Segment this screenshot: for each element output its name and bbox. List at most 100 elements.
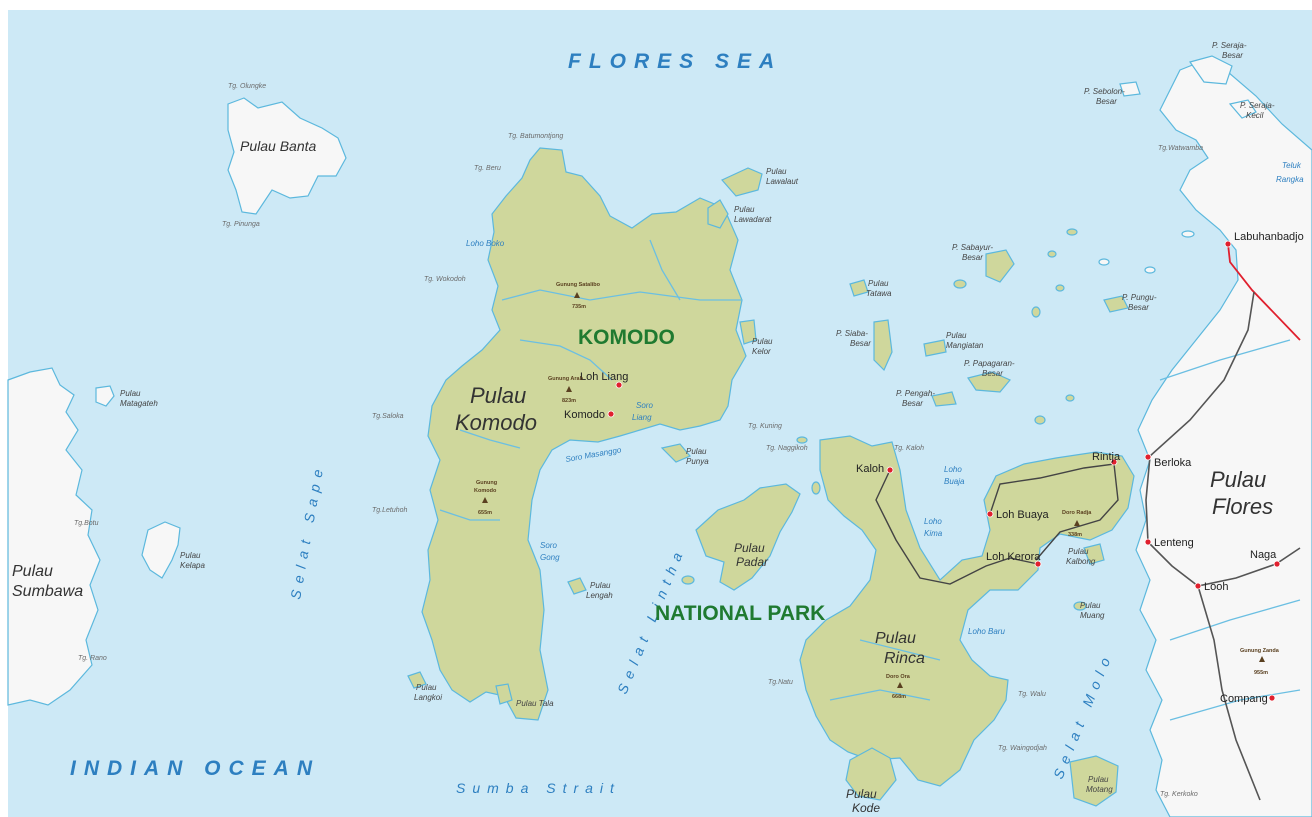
label-p-siaba: Besar	[850, 339, 871, 348]
river	[1169, 599, 1301, 641]
label-p-papagaran: P. Papagaran-	[964, 359, 1015, 368]
peak-icon	[897, 682, 903, 688]
label-tg-waingodjah: Tg. Waingodjah	[998, 745, 1047, 752]
label-pulau-mangiatan: Pulau	[946, 331, 967, 340]
label-peak-satalibo: 735m	[572, 304, 586, 310]
river	[501, 289, 742, 301]
label-indian-ocean: INDIAN OCEAN	[70, 757, 320, 780]
label-pulau-muang: Pulau	[1080, 601, 1101, 610]
town-marker-komodo	[607, 410, 615, 418]
label-pulau-punya: Punya	[686, 457, 709, 466]
island-tala	[495, 683, 513, 705]
island-sebolon	[1119, 81, 1141, 97]
label-peak-satalibo: Gunung Satalibo	[556, 282, 601, 288]
islet	[1098, 258, 1110, 266]
river	[439, 509, 500, 521]
label-loho-boko: Loho Boko	[466, 239, 505, 248]
label-peak-arab: 823m	[562, 398, 576, 404]
road-main	[1227, 243, 1301, 341]
label-komodo-park: KOMODO	[578, 326, 675, 349]
town-marker-loh-buaya	[986, 510, 994, 518]
label-flores-sea: FLORES SEA	[568, 50, 782, 73]
label-peak-radja: Doro Radja	[1062, 510, 1092, 516]
label-peak-komodo: Komodo	[474, 488, 497, 494]
label-pulau-sumbawa: Sumbawa	[12, 583, 83, 600]
label-pulau-motang: Motang	[1086, 785, 1113, 794]
label-tg-natu: Tg.Natu	[768, 679, 793, 686]
label-loho-buaja: Loho	[944, 465, 962, 474]
label-town-loh-kerora: Loh Kerora	[986, 551, 1041, 563]
label-loho-kima: Loho	[924, 517, 942, 526]
islet	[681, 575, 695, 585]
label-pulau-tatawa: Pulau	[868, 279, 889, 288]
peak-icon	[1259, 656, 1265, 662]
island-banta	[227, 97, 347, 215]
label-peak-komodo: Gunung	[476, 480, 497, 486]
label-pulau-motang: Pulau	[1088, 775, 1109, 784]
label-peak-zanda: Gunung Zanda	[1240, 648, 1280, 654]
label-town-rintja: Rintja	[1092, 451, 1121, 463]
island-papagaran	[967, 371, 1011, 393]
label-pulau-kalbong: Pulau	[1068, 547, 1089, 556]
town-marker-compang	[1268, 694, 1276, 702]
label-pulau-flores: Pulau	[1210, 467, 1266, 492]
island-lengah	[567, 577, 587, 595]
road	[1197, 585, 1261, 801]
label-pulau-tatawa: Tatawa	[866, 289, 892, 298]
label-p-pungu: P. Pungu-	[1122, 293, 1157, 302]
island-seraja-besar	[1189, 55, 1233, 85]
label-p-sabayur: Besar	[962, 253, 983, 262]
label-tg-botu: Tg.Botu	[74, 520, 99, 527]
label-pulau-flores: Flores	[1212, 494, 1273, 519]
label-loho-kima: Kima	[924, 529, 943, 538]
islet	[1066, 228, 1078, 236]
label-p-siaba: P. Siaba-	[836, 329, 868, 338]
label-p-seraja-kecil: P. Seraja-	[1240, 101, 1275, 110]
islet	[811, 481, 821, 495]
label-town-komodo: Komodo	[564, 409, 605, 421]
peak-icon	[1074, 520, 1080, 526]
label-pulau-tala: Pulau Tala	[516, 699, 554, 708]
islet	[1144, 266, 1156, 274]
label-pulau-rinca: Rinca	[884, 650, 925, 667]
label-loho-baru: Loho Baru	[968, 627, 1005, 636]
label-town-looh: Looh	[1204, 581, 1228, 593]
town-marker-looh	[1194, 582, 1202, 590]
label-pulau-padar: Padar	[736, 555, 769, 569]
label-peak-arab: Gunung Arab	[548, 376, 584, 382]
island-komodo	[421, 147, 747, 721]
label-tg-letuhoh: Tg.Letuhoh	[372, 507, 408, 514]
label-pulau-komodo: Komodo	[455, 410, 537, 435]
label-p-papagaran: Besar	[982, 369, 1003, 378]
label-p-seraja-besar: Besar	[1222, 51, 1243, 60]
label-pulau-matagateh: Matagateh	[120, 399, 158, 408]
label-p-seraja-besar: P. Seraja-	[1212, 41, 1247, 50]
label-tg-saloka: Tg.Saloka	[372, 413, 404, 420]
label-town-kaloh: Kaloh	[856, 463, 884, 475]
label-tg-kerkoko: Tg. Kerkoko	[1160, 791, 1198, 798]
islet	[796, 436, 808, 444]
island-tatawa	[849, 279, 869, 297]
islet	[1073, 601, 1087, 611]
islet	[1181, 230, 1195, 238]
label-peak-zanda: 955m	[1254, 670, 1268, 676]
label-pulau-lawalaut: Lawalaut	[766, 177, 799, 186]
island-motang	[1069, 755, 1119, 807]
label-teluk-rangka: Rangka	[1276, 175, 1304, 184]
town-marker-loh-kerora	[1034, 560, 1042, 568]
town-marker-naga	[1273, 560, 1281, 568]
islet	[1047, 250, 1057, 258]
river	[649, 239, 681, 301]
label-pulau-langkoi: Langkoi	[414, 693, 442, 702]
label-pulau-lawadarat: Pulau	[734, 205, 755, 214]
island-seraja-kecil	[1228, 99, 1257, 119]
island-flores	[1135, 61, 1312, 817]
label-pulau-kelor: Pulau	[752, 337, 773, 346]
town-marker-kaloh	[886, 466, 894, 474]
label-pulau-kode: Pulau	[846, 787, 877, 801]
island-lawadarat	[707, 199, 729, 229]
label-pulau-kalbong: Kalbong	[1066, 557, 1096, 566]
peak-icon	[566, 386, 572, 392]
peak-icon	[482, 497, 488, 503]
river	[1169, 689, 1301, 721]
